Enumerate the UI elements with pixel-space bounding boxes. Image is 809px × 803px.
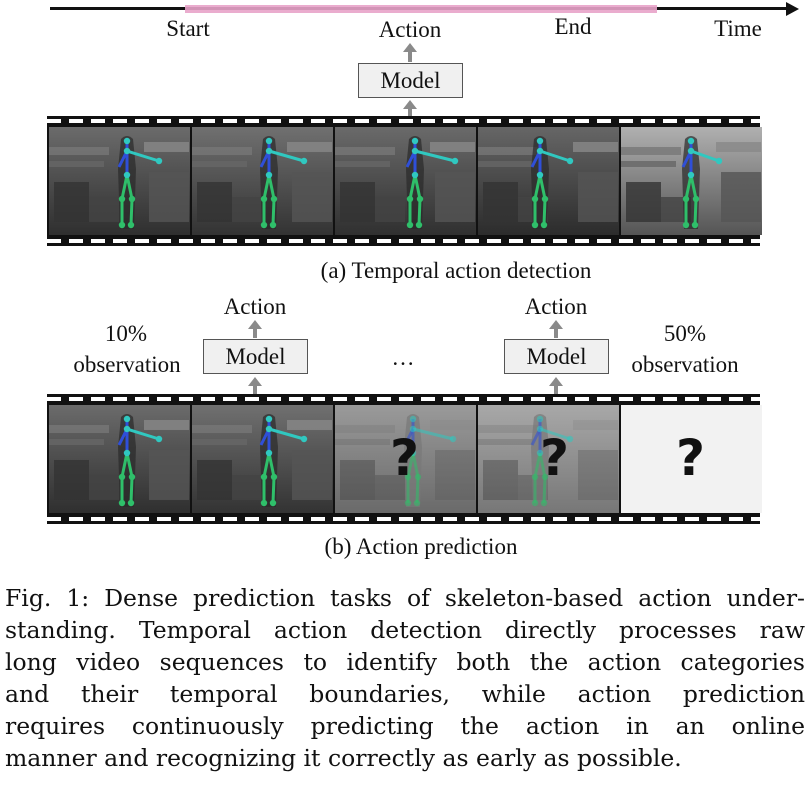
timeline-arrowhead-icon <box>786 2 799 16</box>
model-box-prediction-1: Model <box>203 339 308 374</box>
model-label: Model <box>380 68 440 94</box>
right-observation-word: observation <box>631 353 738 376</box>
arrowhead-up-icon <box>403 100 417 109</box>
start-label: Start <box>166 17 209 40</box>
model-label: Model <box>225 344 285 370</box>
ellipsis: … <box>392 346 415 369</box>
film-strip-detection <box>47 116 760 246</box>
model-box-prediction-2: Model <box>504 339 609 374</box>
film-strip-prediction: ??? <box>47 394 760 524</box>
caption-a: (a) Temporal action detection <box>321 259 592 282</box>
question-mark: ? <box>390 433 419 483</box>
arrowhead-up-icon <box>248 377 262 386</box>
timeline-highlight <box>185 5 657 13</box>
model-box-detection: Model <box>358 63 463 98</box>
right-observation-pct: 50% <box>664 322 706 345</box>
timeline <box>50 6 800 12</box>
action-label-b1: Action <box>224 295 287 318</box>
caption-line: long video sequences to identify both th… <box>5 646 805 678</box>
video-frame <box>49 405 190 513</box>
question-mark: ? <box>676 433 705 483</box>
model-label: Model <box>526 344 586 370</box>
left-observation-word: observation <box>73 353 180 376</box>
caption-line: manner and recognizing it correctly as e… <box>5 742 805 774</box>
video-frame: ? <box>335 405 476 513</box>
video-frame <box>621 127 762 235</box>
video-frame <box>49 127 190 235</box>
end-label: End <box>554 15 591 38</box>
video-frame <box>192 405 333 513</box>
arrowhead-up-icon <box>403 43 417 52</box>
film-perforations-bottom <box>47 517 760 521</box>
video-frame <box>335 127 476 235</box>
caption-b: (b) Action prediction <box>325 535 518 558</box>
arrowhead-up-icon <box>248 320 262 329</box>
film-perforations-bottom <box>47 239 760 243</box>
video-frame: ? <box>478 405 619 513</box>
caption-line: Fig. 1: Dense prediction tasks of skelet… <box>5 582 805 614</box>
video-frame <box>478 127 619 235</box>
caption-line: and their temporal boundaries, while act… <box>5 678 805 710</box>
figure-caption: Fig. 1: Dense prediction tasks of skelet… <box>5 582 805 774</box>
video-frame: ? <box>621 405 762 513</box>
left-observation-pct: 10% <box>105 322 147 345</box>
action-label-top: Action <box>379 18 442 41</box>
question-mark: ? <box>540 433 569 483</box>
film-perforations-top <box>47 119 760 123</box>
film-perforations-top <box>47 397 760 401</box>
action-label-b2: Action <box>525 295 588 318</box>
time-label: Time <box>714 17 762 40</box>
arrowhead-up-icon <box>549 377 563 386</box>
caption-line: standing. Temporal action detection dire… <box>5 614 805 646</box>
arrowhead-up-icon <box>549 320 563 329</box>
caption-line: requires continuously predicting the act… <box>5 710 805 742</box>
video-frame <box>192 127 333 235</box>
